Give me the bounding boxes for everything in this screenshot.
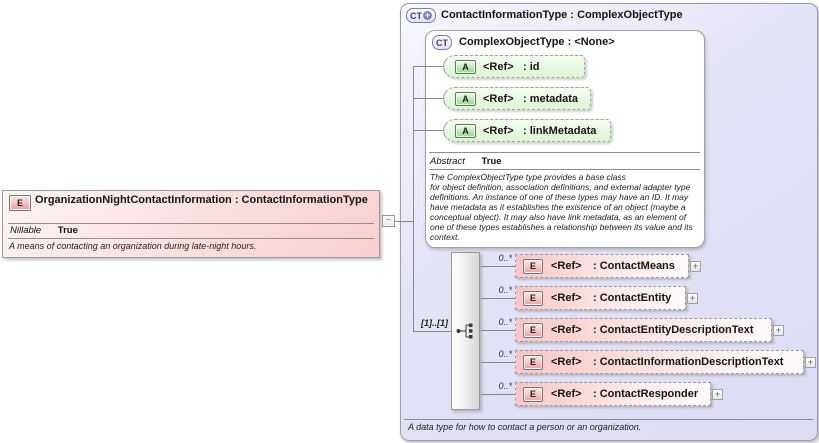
ref-label: <Ref> bbox=[551, 260, 582, 272]
nillable-facet: Nillable True bbox=[10, 225, 78, 236]
connector-line bbox=[481, 394, 515, 395]
sequence-cardinality: [1]..[1] bbox=[421, 318, 448, 328]
element-ref-contactinformationdescriptiontext[interactable]: E <Ref> : ContactInformationDescriptionT… bbox=[515, 350, 804, 374]
element-name: : ContactMeans bbox=[593, 260, 675, 272]
complex-type-icon: CT+ bbox=[406, 8, 436, 23]
element-icon: E bbox=[9, 195, 31, 211]
expand-button[interactable]: + bbox=[690, 261, 701, 272]
sequence-icon bbox=[456, 323, 473, 339]
divider bbox=[404, 419, 813, 420]
occurs-label: 0..* bbox=[498, 381, 512, 391]
connector-line bbox=[413, 66, 414, 332]
ref-label: <Ref> bbox=[551, 324, 582, 336]
base-type-title: ComplexObjectType : <None> bbox=[459, 36, 615, 48]
connector-line bbox=[395, 221, 413, 222]
element-ref-contactentity[interactable]: E <Ref> : ContactEntity bbox=[515, 286, 686, 310]
collapse-button[interactable]: − bbox=[382, 215, 395, 227]
ref-label: <Ref> bbox=[551, 356, 582, 368]
divider bbox=[8, 238, 374, 239]
element-ref-contactmeans[interactable]: E <Ref> : ContactMeans bbox=[515, 254, 689, 278]
derived-plus-icon: + bbox=[423, 10, 432, 20]
expand-button[interactable]: + bbox=[773, 325, 784, 336]
occurs-label: 0..* bbox=[498, 285, 512, 295]
ref-label: <Ref> bbox=[483, 124, 514, 137]
element-ref-contactentitydescriptiontext[interactable]: E <Ref> : ContactEntityDescriptionText bbox=[515, 318, 772, 342]
ct-badge-label: CT bbox=[436, 37, 448, 48]
connector-line bbox=[481, 362, 515, 363]
expand-button[interactable]: + bbox=[712, 389, 723, 400]
element-type: ContactInformationType bbox=[241, 194, 368, 206]
element-icon: E bbox=[523, 322, 543, 338]
attribute-icon: A bbox=[455, 123, 476, 138]
connector-line bbox=[413, 98, 443, 99]
divider bbox=[429, 152, 700, 153]
attribute-name: : metadata bbox=[523, 92, 579, 105]
abstract-facet: Abstract True bbox=[430, 156, 502, 167]
facet-value: True bbox=[481, 156, 502, 167]
facet-label: Nillable bbox=[10, 225, 42, 236]
base-type-annotation: The ComplexObjectType type provides a ba… bbox=[430, 172, 693, 242]
ref-label: <Ref> bbox=[551, 388, 582, 400]
divider bbox=[429, 169, 700, 170]
facet-value: True bbox=[57, 225, 78, 236]
connector-line bbox=[481, 298, 515, 299]
facet-label: Abstract bbox=[430, 156, 465, 167]
attribute-ref-id[interactable]: A <Ref> : id bbox=[443, 55, 585, 78]
element-name: : ContactEntityDescriptionText bbox=[593, 324, 754, 336]
connector-line bbox=[413, 130, 443, 131]
ct-badge-label: CT bbox=[410, 10, 422, 21]
expand-button[interactable]: + bbox=[687, 293, 698, 304]
occurs-label: 0..* bbox=[498, 253, 512, 263]
divider bbox=[8, 223, 374, 224]
base-type-icon: CT bbox=[432, 35, 452, 50]
connector-line bbox=[481, 266, 515, 267]
element-icon: E bbox=[523, 290, 543, 306]
attribute-ref-linkmetadata[interactable]: A <Ref> : linkMetadata bbox=[443, 119, 611, 142]
element-title: OrganizationNightContactInformation : Co… bbox=[35, 194, 368, 207]
element-name: : ContactEntity bbox=[593, 292, 672, 304]
expand-button[interactable]: + bbox=[805, 357, 816, 368]
element-icon: E bbox=[523, 354, 543, 370]
ref-label: <Ref> bbox=[551, 292, 582, 304]
element-ref-contactresponder[interactable]: E <Ref> : ContactResponder bbox=[515, 382, 711, 406]
element-name: : ContactInformationDescriptionText bbox=[593, 356, 784, 368]
ref-label: <Ref> bbox=[483, 92, 514, 105]
element-name: : ContactResponder bbox=[593, 388, 699, 400]
occurs-label: 0..* bbox=[498, 317, 512, 327]
element-name: OrganizationNightContactInformation bbox=[35, 194, 232, 206]
attribute-name: : linkMetadata bbox=[523, 124, 597, 137]
connector-line bbox=[413, 66, 443, 67]
complex-type-annotation: A data type for how to contact a person … bbox=[408, 422, 642, 432]
complex-type-title: ContactInformationType : ComplexObjectTy… bbox=[441, 9, 683, 21]
occurs-label: 0..* bbox=[498, 349, 512, 359]
ref-label: <Ref> bbox=[483, 60, 514, 73]
element-icon: E bbox=[523, 386, 543, 402]
attribute-ref-metadata[interactable]: A <Ref> : metadata bbox=[443, 87, 591, 110]
attribute-icon: A bbox=[455, 91, 476, 106]
attribute-name: : id bbox=[523, 60, 540, 73]
attribute-icon: A bbox=[455, 59, 476, 74]
connector-line bbox=[413, 331, 451, 332]
element-annotation: A means of contacting an organization du… bbox=[9, 241, 257, 251]
title-separator: : bbox=[231, 194, 242, 206]
element-icon: E bbox=[523, 258, 543, 274]
global-element-box[interactable]: E OrganizationNightContactInformation : … bbox=[2, 190, 380, 258]
connector-line bbox=[481, 330, 515, 331]
